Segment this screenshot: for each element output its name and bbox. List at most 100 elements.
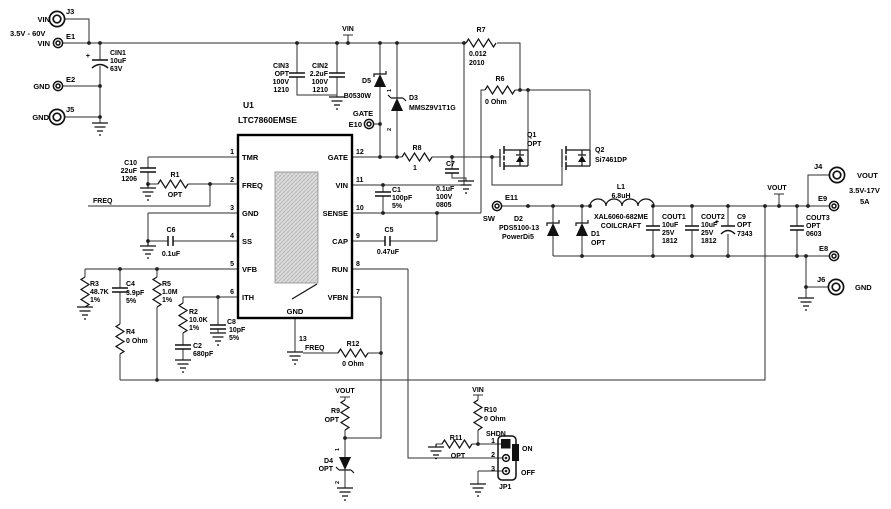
- d1-ref: D1: [591, 231, 600, 238]
- cin2-ref: CIN2: [312, 63, 328, 70]
- d2-pkg: PowerDi5: [502, 234, 534, 241]
- cin3-pkg: 1210: [273, 87, 289, 94]
- freq-left-label: FREQ: [93, 198, 113, 205]
- jp1-pin1-num: 1: [491, 438, 495, 445]
- pin-name-sense: SENSE: [323, 209, 348, 218]
- resistor-r4: R4 0 Ohm: [114, 323, 148, 355]
- r12-value: 0 Ohm: [342, 361, 364, 368]
- e2-net-label: GND: [33, 82, 50, 91]
- pin-name-gate: GATE: [328, 153, 348, 162]
- ic-exposed-pad: [274, 171, 319, 284]
- connector-e11: E11 SW: [483, 193, 518, 223]
- jp1-off-label: OFF: [521, 470, 536, 477]
- cout3-ref: COUT3: [806, 215, 830, 222]
- connector-j4: J4 VOUT 3.5V-17V 5A: [814, 162, 880, 206]
- j5-net-label: GND: [32, 113, 49, 122]
- r1-ref: R1: [171, 172, 180, 179]
- r6-value: 0 Ohm: [485, 99, 507, 106]
- cout2-value: 10uF: [701, 222, 718, 229]
- j5-ref-label: J5: [66, 105, 74, 114]
- r12-ref: R12: [347, 341, 360, 348]
- r5-tol: 1%: [162, 297, 173, 304]
- zener-d3: D3 MMSZ9V1T1G 1 2: [387, 89, 456, 131]
- j4-current-label: 5A: [860, 197, 870, 206]
- cin2-rating: 100V: [312, 79, 329, 86]
- capacitor-cin2: CIN2 2.2uF 100V 1210: [310, 63, 345, 94]
- cout2-ref: COUT2: [701, 214, 725, 221]
- r11-value: OPT: [451, 453, 466, 460]
- j3-net-label: VIN: [37, 15, 50, 24]
- c6-ref: C6: [167, 227, 176, 234]
- r2-value: 10.0K: [189, 317, 208, 324]
- e11-ref-label: E11: [505, 193, 518, 202]
- c2-ref: C2: [193, 343, 202, 350]
- pin-num-7: 7: [356, 289, 360, 296]
- c4-ref: C4: [126, 281, 135, 288]
- pin-num-6: 6: [230, 289, 234, 296]
- d3-pin1: 1: [387, 89, 393, 92]
- c9-value: OPT: [737, 222, 752, 229]
- capacitor-c9: + C9 OPT 7343: [715, 214, 753, 238]
- capacitor-c5: C5 0.47uF: [377, 227, 400, 256]
- c7-rating: 100V: [436, 194, 453, 201]
- c1-ref: C1: [392, 187, 401, 194]
- pin-num-8: 8: [356, 261, 360, 268]
- r3-tol: 1%: [90, 297, 101, 304]
- e11-net-label: SW: [483, 214, 496, 223]
- pin-num-4: 4: [230, 233, 234, 240]
- capacitor-c1: C1 100pF 5%: [375, 187, 413, 210]
- r5-value: 1.0M: [162, 289, 178, 296]
- cin3-rating: 100V: [273, 79, 290, 86]
- pin-num-12: 12: [356, 149, 364, 156]
- c8-value: 10pF: [229, 327, 246, 334]
- c10-ref: C10: [124, 160, 137, 167]
- r7-pkg: 2010: [469, 60, 485, 67]
- d4-pin1: 1: [335, 448, 341, 451]
- diode-d2: D2 PDS5100-13 PowerDi5: [499, 216, 560, 241]
- resistor-r3: R3 48.7K 1%: [79, 276, 109, 308]
- r3-ref: R3: [90, 281, 99, 288]
- r3-value: 48.7K: [90, 289, 109, 296]
- cout1-pkg: 1812: [662, 238, 678, 245]
- cin1-plus: +: [86, 53, 90, 60]
- q1-part: OPT: [527, 141, 542, 148]
- c9-plus: +: [715, 219, 719, 226]
- r5-ref: R5: [162, 281, 171, 288]
- capacitor-c7: C7 0.1uF 100V 0805: [436, 161, 459, 209]
- connector-j6: J6 GND: [817, 275, 872, 296]
- resistor-r1: R1 OPT: [157, 172, 189, 199]
- j4-range-label: 3.5V-17V: [849, 186, 880, 195]
- shdn-net-label: SHDN: [486, 431, 506, 438]
- d3-ref: D3: [409, 95, 418, 102]
- resistor-r8: R8 1: [401, 145, 433, 172]
- capacitor-c8: C8 10pF 5%: [210, 319, 246, 342]
- pin-num-9: 9: [356, 233, 360, 240]
- connector-e2: GND E2: [33, 75, 75, 92]
- j4-net-label: VOUT: [857, 171, 878, 180]
- wires: [63, 18, 829, 488]
- jp1-ref: JP1: [499, 484, 512, 491]
- ic-ref: U1: [243, 100, 254, 110]
- resistor-r11: R11 OPT: [441, 435, 473, 460]
- pin-name-ss: SS: [242, 237, 252, 246]
- resistor-r2: R2 10.0K 1%: [177, 302, 208, 334]
- d2-ref: D2: [514, 216, 523, 223]
- l1-mfr: COILCRAFT: [601, 223, 642, 230]
- pin-name-vin: VIN: [335, 181, 348, 190]
- connector-e10: GATE E10: [349, 109, 375, 130]
- j3-range-label: 3.5V - 60V: [10, 29, 45, 38]
- c4-tol: 5%: [126, 298, 137, 305]
- pin-name-gnd: GND: [242, 209, 259, 218]
- c7-pkg: 0805: [436, 202, 452, 209]
- r11-ref: R11: [450, 435, 463, 442]
- capacitor-c6: C6 0.1uF: [162, 227, 181, 258]
- c4-value: 3.9pF: [126, 290, 145, 297]
- capacitor-cin3: CIN3 OPT 100V 1210: [273, 63, 305, 94]
- e1-ref-label: E1: [66, 32, 75, 41]
- resistor-r7: R7 0.012 2010: [465, 27, 497, 67]
- cout3-pkg: 0603: [806, 231, 822, 238]
- d4-ref: D4: [324, 458, 333, 465]
- r7-ref: R7: [477, 27, 486, 34]
- cout1-rating: 25V: [662, 230, 675, 237]
